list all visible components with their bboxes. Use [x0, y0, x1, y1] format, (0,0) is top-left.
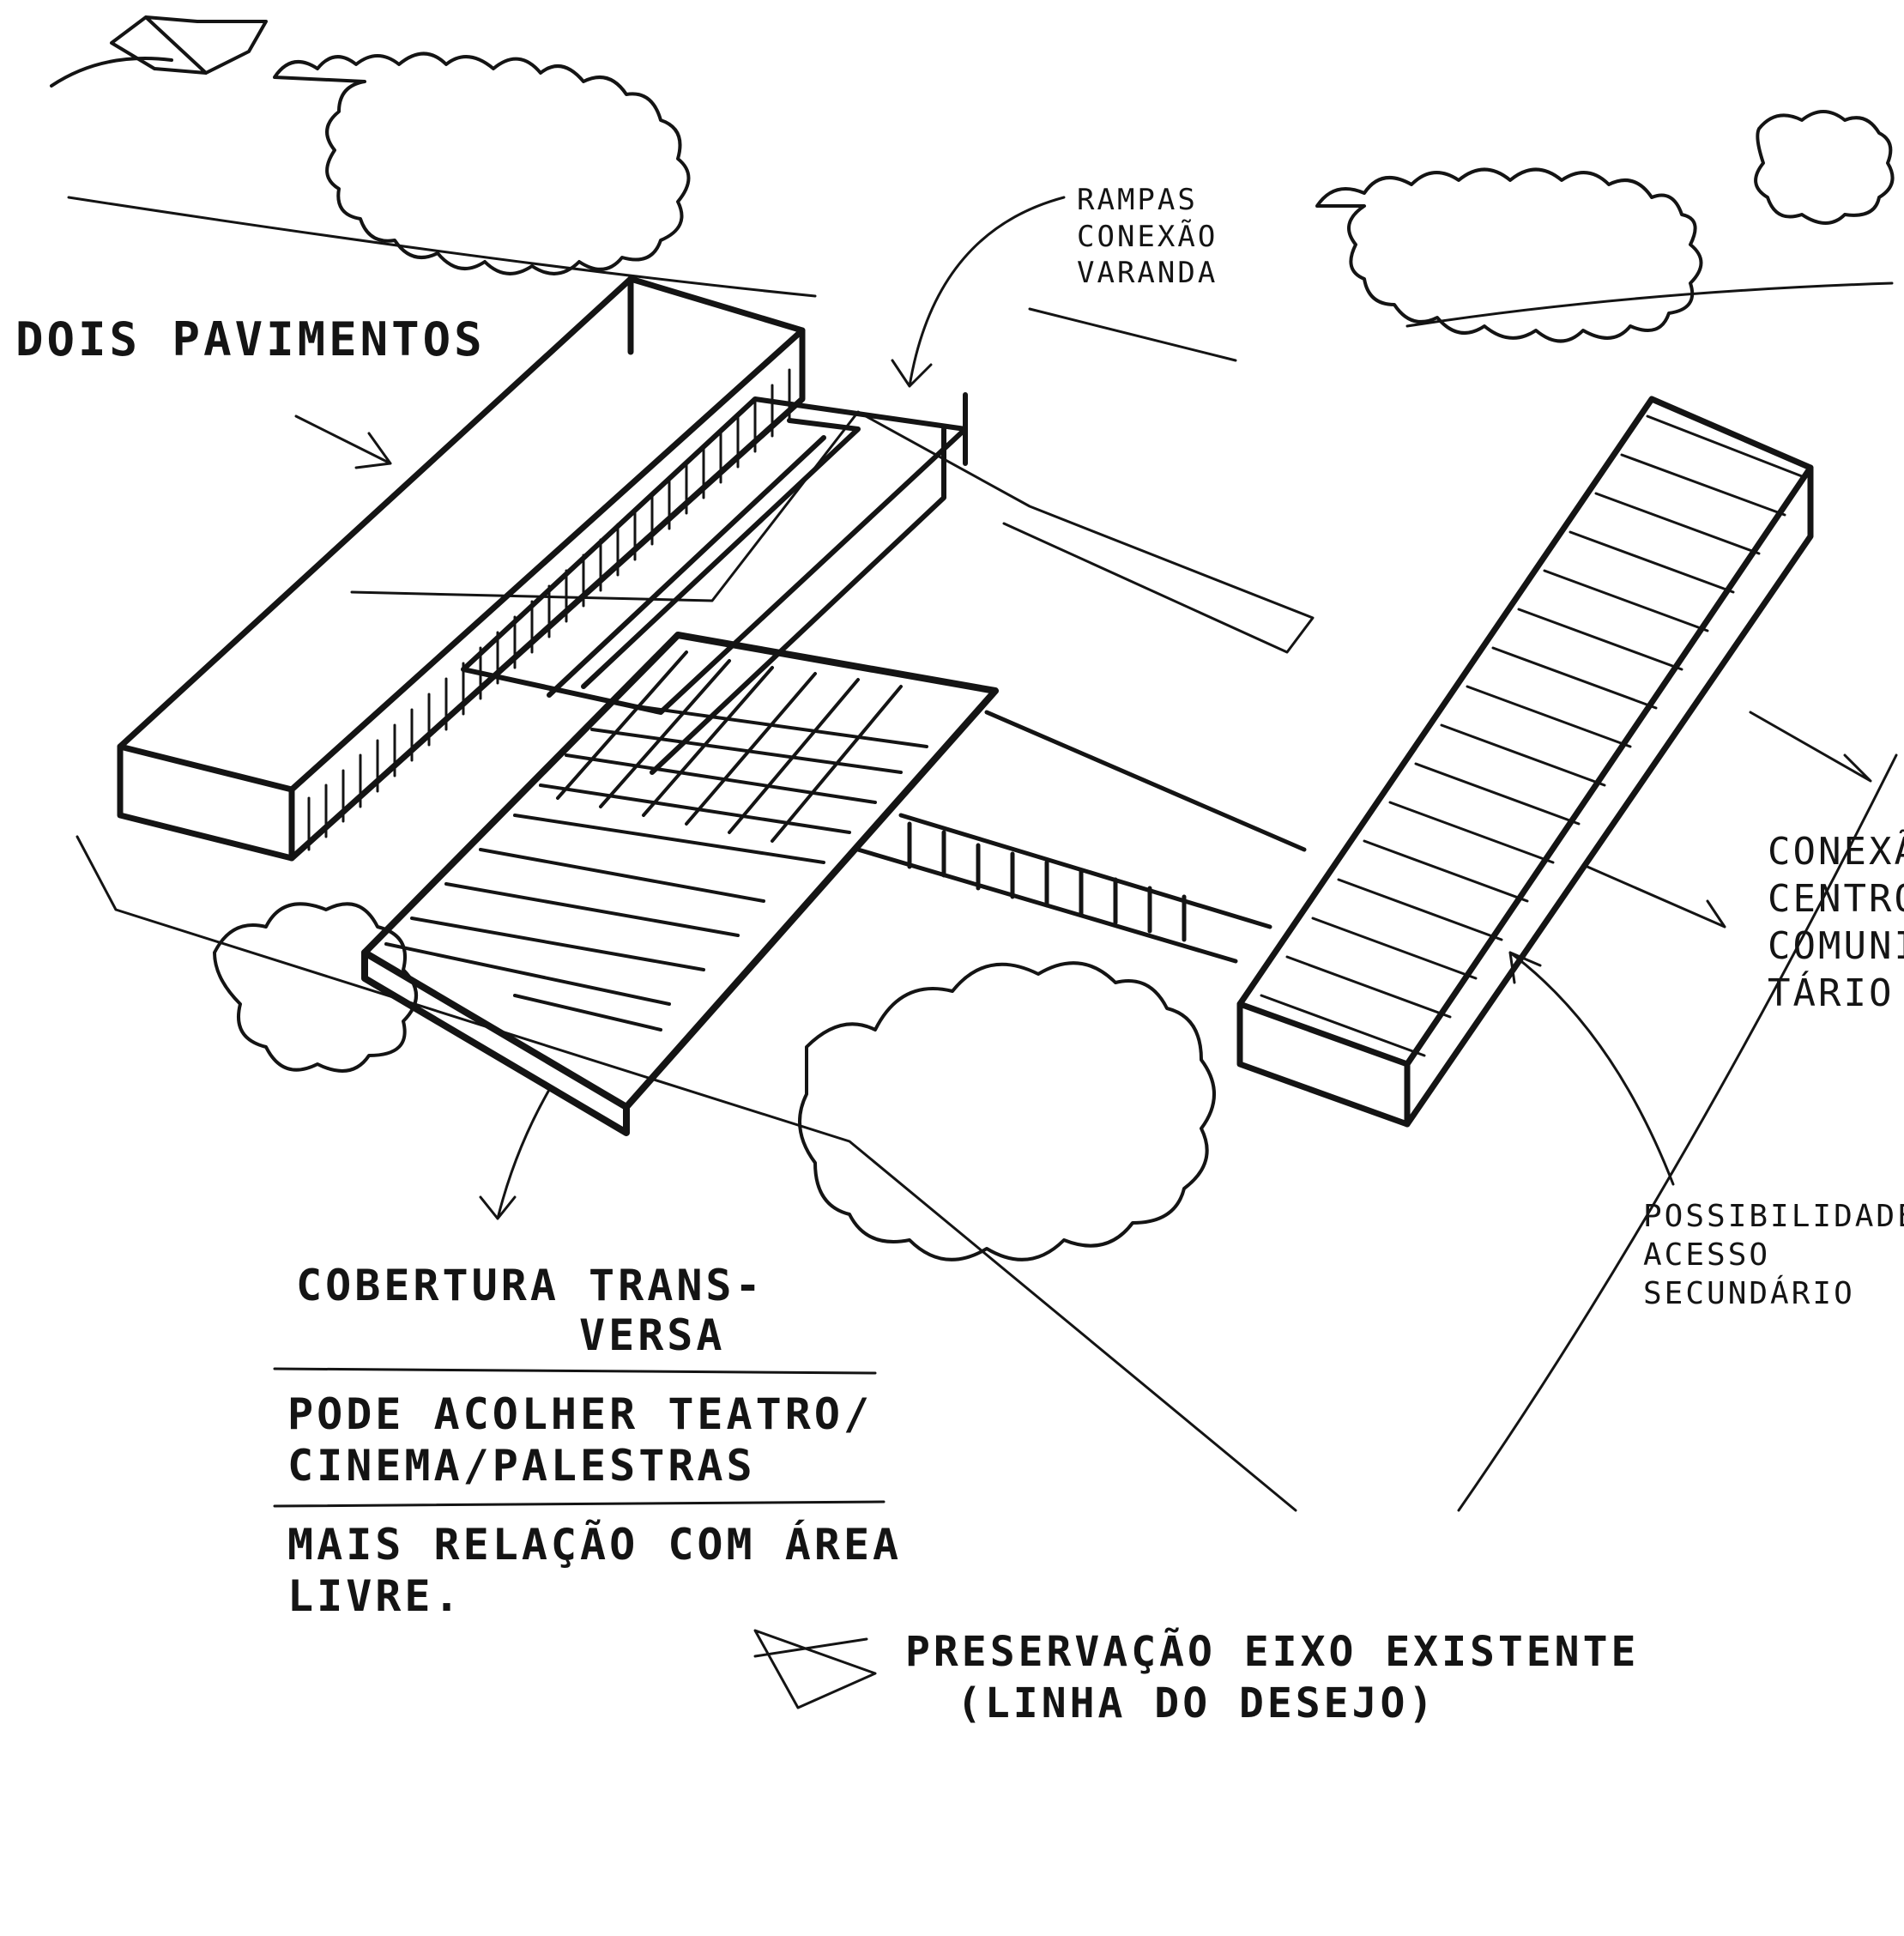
- label-preservacao-eixo: PRESERVAÇÃO EIXO EXISTENTE (LINHA DO DES…: [905, 1626, 1639, 1729]
- note-divider-2: [273, 1500, 886, 1508]
- label-mais-relacao: MAIS RELAÇÃO COM ÁREA LIVRE.: [287, 1519, 902, 1622]
- house-icon-top-left: [50, 15, 268, 88]
- label-line: MAIS RELAÇÃO COM ÁREA: [287, 1520, 903, 1570]
- label-line: LIVRE.: [287, 1571, 463, 1621]
- tree-canopy-top: [273, 51, 691, 275]
- connector-walkway: [855, 710, 1307, 964]
- transverse-roof: [361, 632, 999, 1136]
- arrow-rampas: [891, 196, 1066, 388]
- central-tree-group: [798, 961, 1216, 1261]
- label-line: SECUNDÁRIO: [1643, 1276, 1855, 1311]
- label-line: VERSA: [579, 1310, 726, 1360]
- label-conexao-centro-comunitario: CONEXÃ CENTRO COMUNI- TÁRIO: [1768, 828, 1904, 1017]
- label-line: ACESSO: [1643, 1237, 1771, 1273]
- label-line: PODE ACOLHER TEATRO/: [287, 1389, 873, 1439]
- arrow-dois-pavimentos: [294, 414, 392, 469]
- label-line: CINEMA/PALESTRAS: [287, 1441, 756, 1491]
- tree-cluster-left: [213, 902, 418, 1073]
- left-block-facade-hatching: [307, 368, 791, 851]
- label-line: CONEXÃO: [1077, 219, 1218, 254]
- transverse-roof-grid: [384, 650, 928, 1032]
- arrow-preservacao: [753, 1629, 877, 1709]
- right-building-block: [1236, 396, 1814, 1128]
- label-rampas-conexao-varanda: RAMPAS CONEXÃO VARANDA: [1077, 182, 1218, 292]
- road-line-top: [67, 196, 1894, 362]
- label-line: VARANDA: [1077, 256, 1218, 290]
- tree-canopy-right: [1315, 167, 1703, 343]
- note-divider-1: [273, 1367, 877, 1375]
- arrow-conexao: [1586, 711, 1872, 929]
- label-line: COBERTURA TRANS-: [296, 1261, 765, 1310]
- label-line: PRESERVAÇÃO EIXO EXISTENTE: [905, 1628, 1640, 1676]
- label-line: TÁRIO: [1768, 971, 1895, 1015]
- label-dois-pavimentos: DOIS PAVIMENTOS: [15, 312, 486, 366]
- right-block-roof-hatching: [1260, 414, 1804, 1057]
- label-pode-acolher: PODE ACOLHER TEATRO/ CINEMA/PALESTRAS: [287, 1388, 873, 1491]
- label-line: COMUNI-: [1768, 924, 1904, 968]
- label-line: (LINHA DO DESEJO): [957, 1679, 1437, 1727]
- courtyard-outline: [350, 410, 1315, 654]
- label-possibilidade-acesso-secundario: POSSIBILIDADE ACESSO SECUNDÁRIO: [1643, 1197, 1904, 1313]
- tree-canopy-far-right: [1754, 110, 1895, 225]
- label-line: POSSIBILIDADE: [1643, 1199, 1904, 1234]
- arrow-cobertura: [479, 1088, 551, 1220]
- site-edge-right: [1457, 753, 1898, 1512]
- label-line: RAMPAS: [1077, 183, 1198, 217]
- arrow-possibilidade: [1508, 951, 1675, 1186]
- left-building-block: [117, 275, 806, 862]
- label-line: CONEXÃ: [1768, 830, 1904, 874]
- label-cobertura-transversa: COBERTURA TRANS- VERSA: [296, 1261, 765, 1360]
- label-line: CENTRO: [1768, 877, 1904, 921]
